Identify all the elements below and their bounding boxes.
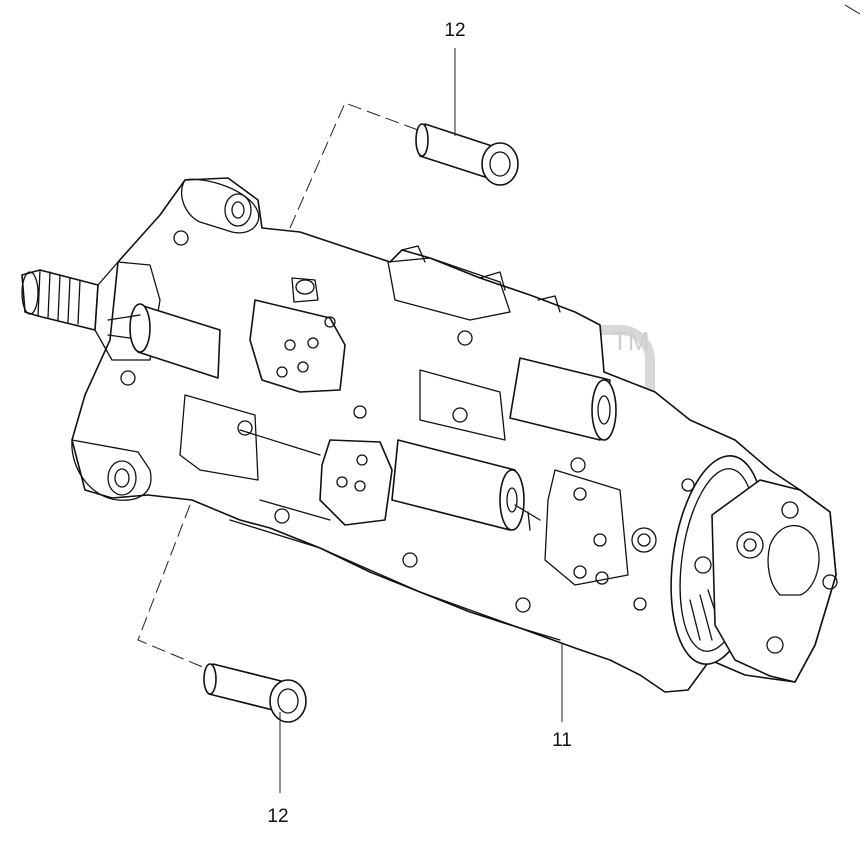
callout-12-top: 12 xyxy=(444,20,465,41)
watermark-tm: TM xyxy=(612,326,650,356)
corner-mark xyxy=(844,4,861,15)
alignment-line-top xyxy=(289,102,419,229)
cap-screw-top xyxy=(415,123,519,186)
alignment-line-bottom xyxy=(137,504,206,669)
callout-11: 11 xyxy=(552,730,572,751)
hydraulic-pump-assembly xyxy=(21,177,838,693)
cap-screw-bottom xyxy=(203,663,307,723)
callout-12-bottom: 12 xyxy=(267,806,288,827)
